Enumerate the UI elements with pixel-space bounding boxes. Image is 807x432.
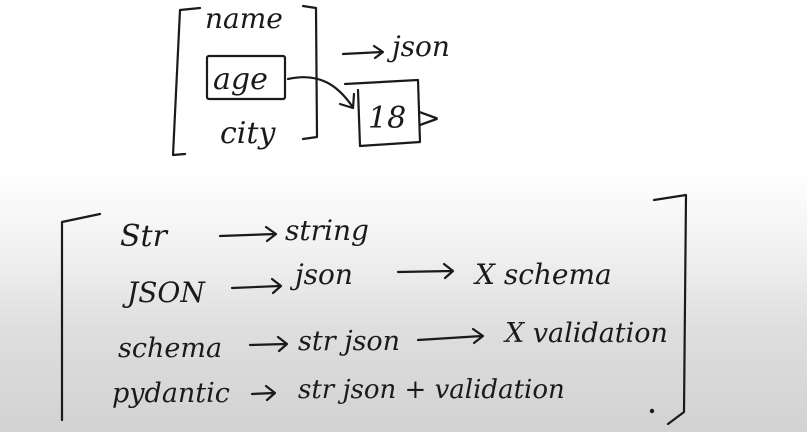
field-group-left-bracket	[171, 6, 202, 157]
top-diagram: name age city json 18 >	[171, 2, 450, 157]
arrow-age-to-constraint	[286, 76, 356, 110]
comparison-left-bracket	[60, 212, 102, 422]
field-group-right-bracket	[301, 4, 319, 141]
row-1-right: string	[285, 214, 369, 247]
row-2-arrow-1	[230, 277, 283, 295]
row-2-right: json	[289, 258, 353, 291]
comparison-block: Str string JSON json X schema schema str…	[60, 193, 688, 426]
row-3-extra: X validation	[503, 318, 668, 349]
row-1-arrow	[218, 225, 278, 243]
age-field-box	[205, 54, 287, 101]
arrow-to-json	[341, 44, 385, 60]
row-3-left: schema	[118, 333, 222, 364]
constraint-box	[343, 78, 422, 148]
row-4-right: str json + validation	[298, 375, 565, 405]
field-name: name	[205, 2, 283, 35]
row-1-left: Str	[120, 219, 169, 254]
row-2-arrow-2	[396, 262, 455, 280]
row-4-arrow	[250, 384, 277, 402]
constraint-value: 18 >	[368, 101, 441, 136]
row-3-arrow-1	[248, 335, 289, 353]
row-2-left: JSON	[122, 276, 206, 309]
row-3-arrow-2	[416, 327, 485, 345]
comparison-right-bracket	[652, 193, 688, 426]
stray-dot	[649, 408, 655, 414]
row-3-right: str json	[298, 326, 400, 357]
row-2-extra: X schema	[473, 258, 612, 291]
field-age: age	[213, 62, 268, 97]
row-4-left: pydantic	[112, 378, 230, 409]
output-json-label: json	[386, 30, 450, 63]
field-city: city	[220, 116, 276, 151]
